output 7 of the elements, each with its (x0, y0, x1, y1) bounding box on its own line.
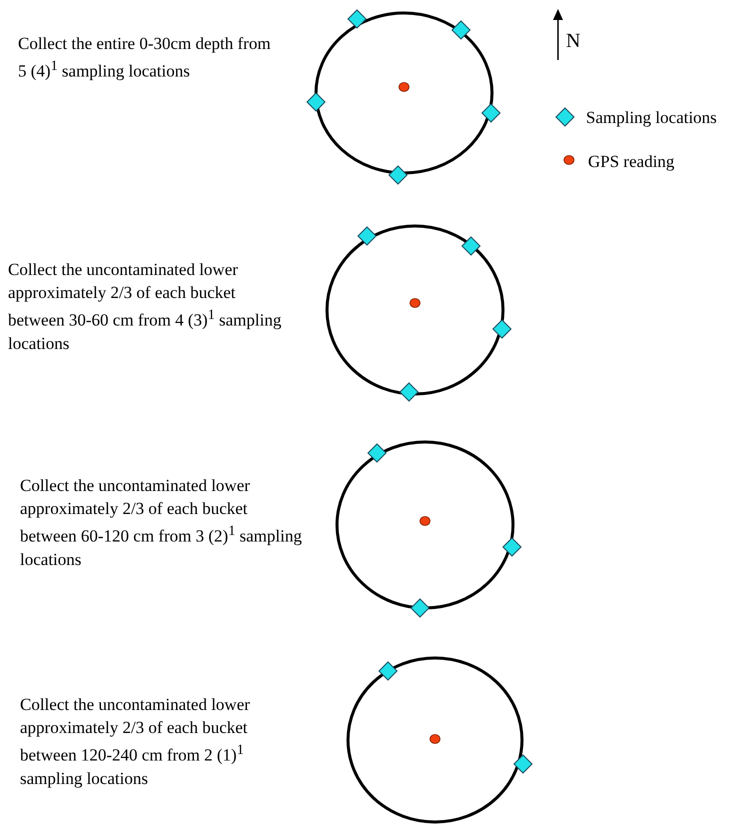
instruction-text: Collect the uncontaminated lower approximately 2/3 of each bucket between 30-60 cm from 4 (3)$^{1}$ sampling locations (8, 259, 282, 355)
instruction-text: Collect the uncontaminated lower approximately 2/3 of each bucket between 60-120 cm from 3 (2)$^{1}$ sampling locations (20, 475, 302, 571)
legend-label: GPS reading (588, 151, 674, 173)
instruction-text: Collect the entire 0-30cm depth from 5 (4)$^{1}$ sampling locations (18, 33, 272, 83)
instruction-text: Collect the uncontaminated lower approximately 2/3 of each bucket between 120-240 cm from 2 (1)$^{1}$ sampling locations (20, 694, 251, 790)
north-label: N (566, 30, 580, 53)
legend-label: Sampling locations (586, 107, 717, 129)
